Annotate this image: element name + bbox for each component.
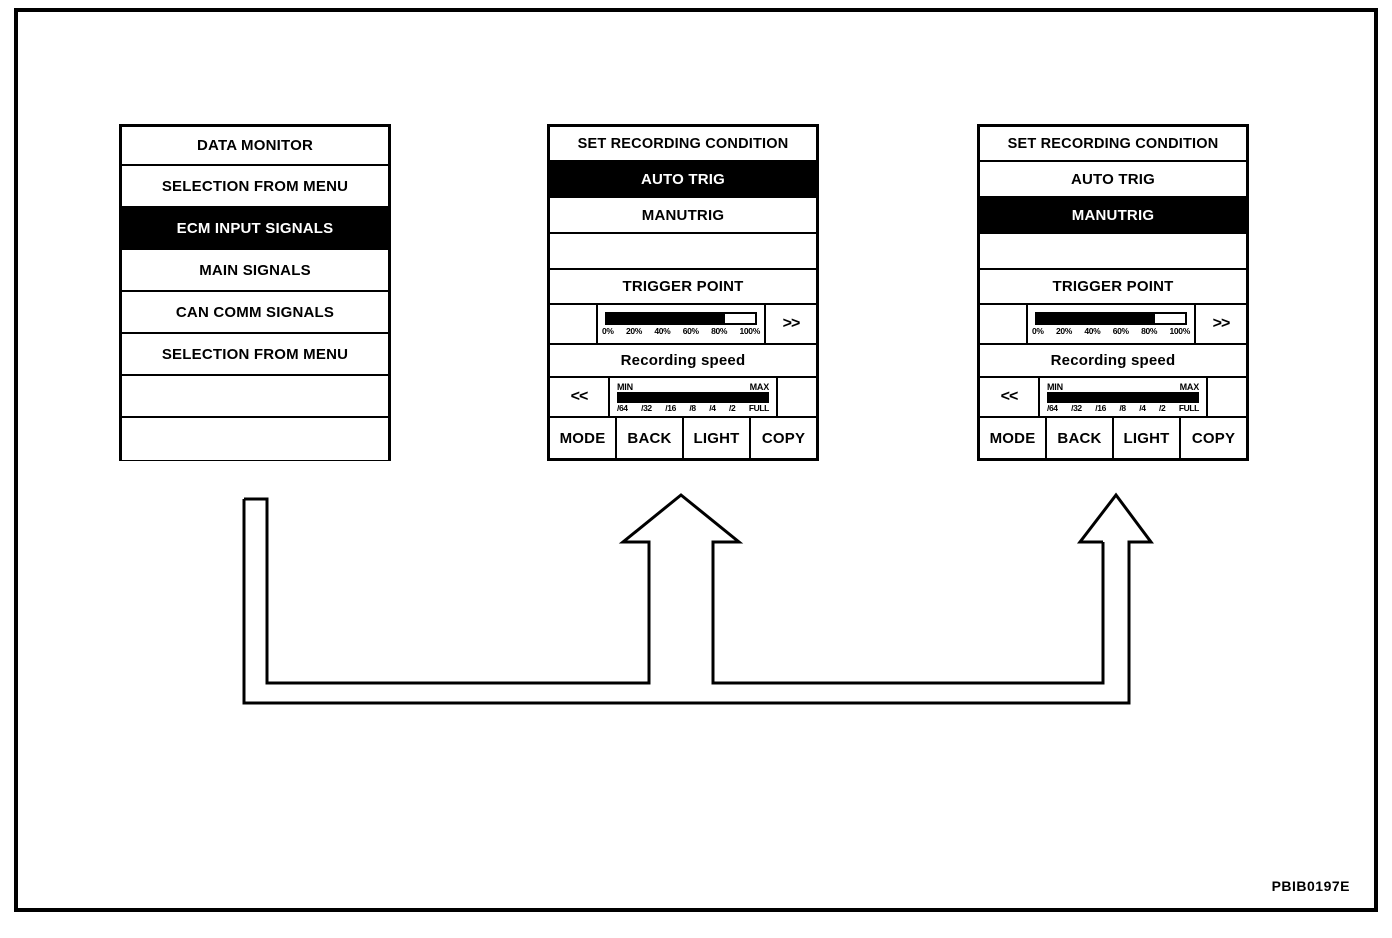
rec-trigger-next-button-auto[interactable]: >> — [764, 305, 816, 343]
tick-1: 20% — [625, 326, 643, 336]
rec-trigger-ticks-manu: 0% 20% 40% 60% 80% 100% — [1032, 326, 1190, 336]
rec-trigger-point-row-manu: 0% 20% 40% 60% 80% 100% >> — [980, 305, 1246, 345]
rec-trigger-gauge-auto[interactable] — [605, 312, 757, 325]
rec-speed-minmax-auto: MIN MAX — [617, 382, 769, 392]
stick-0: /64 — [617, 402, 628, 413]
rec-trigger-gauge-wrap-manu: 0% 20% 40% 60% 80% 100% — [1028, 305, 1194, 343]
rec-speed-ticks-auto: /64 /32 /16 /8 /4 /2 FULL — [617, 403, 769, 413]
rec-recording-speed-row-auto: << MIN MAX /64 /32 /16 /8 /4 — [550, 378, 816, 418]
rec-title-manu: SET RECORDING CONDITION — [980, 127, 1246, 162]
panel-data-monitor: DATA MONITOR SELECTION FROM MENU ECM INP… — [119, 124, 391, 461]
speed-min-label: MIN — [617, 381, 633, 392]
stick-1: /32 — [1071, 402, 1082, 413]
rec-recording-speed-label-auto: Recording speed — [550, 345, 816, 378]
stick-5: /2 — [729, 402, 736, 413]
menu-row-empty-1 — [122, 376, 388, 418]
tick-2: 40% — [654, 326, 671, 336]
rec-speed-gauge-fill-auto — [617, 391, 769, 403]
rec-option-auto-trig[interactable]: AUTO TRIG — [550, 162, 816, 198]
stick-4: /4 — [1139, 402, 1146, 413]
tick-5: 100% — [1169, 326, 1190, 336]
rec-speed-prev-button-auto[interactable]: << — [550, 378, 610, 416]
softkey-light-manu[interactable]: LIGHT — [1114, 418, 1181, 458]
rec-recording-speed-label-manu: Recording speed — [980, 345, 1246, 378]
softkey-light-auto[interactable]: LIGHT — [684, 418, 751, 458]
rec-trigger-next-button-manu[interactable]: >> — [1194, 305, 1246, 343]
figure-id-label: PBIB0197E — [1271, 878, 1350, 894]
rec-speed-gauge-manu[interactable] — [1047, 391, 1199, 403]
menu-row-main-signals[interactable]: MAIN SIGNALS — [122, 250, 388, 292]
speed-min-label: MIN — [1047, 381, 1063, 392]
stick-3: /8 — [689, 402, 696, 413]
softkey-copy-manu[interactable]: COPY — [1191, 429, 1236, 447]
rec-speed-prev-button-manu[interactable]: << — [980, 378, 1040, 416]
softkey-copy-auto[interactable]: COPY — [761, 429, 806, 447]
figure-frame: DATA MONITOR SELECTION FROM MENU ECM INP… — [14, 8, 1378, 912]
stick-1: /32 — [641, 402, 652, 413]
tick-3: 60% — [682, 326, 699, 336]
stick-2: /16 — [1095, 402, 1106, 413]
rec-trigger-left-spacer-manu — [980, 305, 1028, 343]
softkey-mode-auto[interactable]: MODE — [550, 418, 617, 458]
speed-max-label: MAX — [749, 381, 770, 392]
rec-option-auto-trig-manu[interactable]: AUTO TRIG — [980, 162, 1246, 198]
rec-trigger-gauge-fill-manu — [1037, 314, 1156, 323]
rec-trigger-left-spacer-auto — [550, 305, 598, 343]
panel-set-recording-condition-auto: SET RECORDING CONDITION AUTO TRIG MANUTR… — [547, 124, 819, 461]
stick-0: /64 — [1047, 402, 1058, 413]
rec-speed-right-spacer-manu — [1206, 378, 1246, 416]
stick-6: FULL — [1178, 402, 1200, 413]
menu-row-selection-from-menu-2[interactable]: SELECTION FROM MENU — [122, 334, 388, 376]
rec-speed-gauge-wrap-manu: MIN MAX /64 /32 /16 /8 /4 /2 FULL — [1040, 378, 1206, 416]
softkey-mode-manu[interactable]: MODE — [980, 418, 1047, 458]
stick-3: /8 — [1119, 402, 1126, 413]
speed-max-label: MAX — [1179, 381, 1200, 392]
rec-title-auto: SET RECORDING CONDITION — [550, 127, 816, 162]
rec-trigger-point-label-manu: TRIGGER POINT — [980, 270, 1246, 305]
menu-row-selection-from-menu-1[interactable]: SELECTION FROM MENU — [122, 166, 388, 208]
tick-3: 60% — [1112, 326, 1129, 336]
stick-4: /4 — [709, 402, 716, 413]
menu-row-empty-2 — [122, 418, 388, 460]
rec-softkey-row-manu: MODE BACK LIGHT COPY — [980, 418, 1246, 458]
rec-speed-minmax-manu: MIN MAX — [1047, 382, 1199, 392]
stick-6: FULL — [748, 402, 770, 413]
rec-softkey-row-auto: MODE BACK LIGHT COPY — [550, 418, 816, 458]
rec-trigger-gauge-fill-auto — [607, 314, 726, 323]
menu-row-ecm-input-signals[interactable]: ECM INPUT SIGNALS — [122, 208, 388, 250]
rec-option-manu-trig[interactable]: MANUTRIG — [550, 198, 816, 234]
rec-speed-ticks-manu: /64 /32 /16 /8 /4 /2 FULL — [1047, 403, 1199, 413]
softkey-back-manu[interactable]: BACK — [1047, 418, 1114, 458]
connector-arrow-to-manu-trig — [242, 492, 1154, 705]
connector-arrow-to-auto-trig — [244, 493, 1105, 685]
tick-0: 0% — [1032, 326, 1044, 336]
menu-row-title: DATA MONITOR — [122, 127, 388, 166]
rec-trigger-point-row-auto: 0% 20% 40% 60% 80% 100% >> — [550, 305, 816, 345]
stick-5: /2 — [1159, 402, 1166, 413]
panel-set-recording-condition-manu: SET RECORDING CONDITION AUTO TRIG MANUTR… — [977, 124, 1249, 461]
rec-option-manu-trig-manu[interactable]: MANUTRIG — [980, 198, 1246, 234]
stick-2: /16 — [665, 402, 676, 413]
rec-empty-row-auto — [550, 234, 816, 270]
rec-trigger-point-label-auto: TRIGGER POINT — [550, 270, 816, 305]
tick-1: 20% — [1055, 326, 1073, 336]
rec-trigger-gauge-wrap-auto: 0% 20% 40% 60% 80% 100% — [598, 305, 764, 343]
rec-trigger-ticks-auto: 0% 20% 40% 60% 80% 100% — [602, 326, 760, 336]
tick-4: 80% — [1141, 326, 1158, 336]
rec-empty-row-manu — [980, 234, 1246, 270]
tick-2: 40% — [1084, 326, 1101, 336]
tick-0: 0% — [602, 326, 614, 336]
rec-speed-gauge-wrap-auto: MIN MAX /64 /32 /16 /8 /4 /2 FULL — [610, 378, 776, 416]
menu-row-can-comm-signals[interactable]: CAN COMM SIGNALS — [122, 292, 388, 334]
rec-speed-gauge-fill-manu — [1047, 391, 1199, 403]
tick-5: 100% — [739, 326, 760, 336]
rec-speed-right-spacer-auto — [776, 378, 816, 416]
rec-trigger-gauge-manu[interactable] — [1035, 312, 1187, 325]
rec-speed-gauge-auto[interactable] — [617, 391, 769, 403]
softkey-back-auto[interactable]: BACK — [617, 418, 684, 458]
tick-4: 80% — [711, 326, 728, 336]
rec-recording-speed-row-manu: << MIN MAX /64 /32 /16 /8 /4 — [980, 378, 1246, 418]
